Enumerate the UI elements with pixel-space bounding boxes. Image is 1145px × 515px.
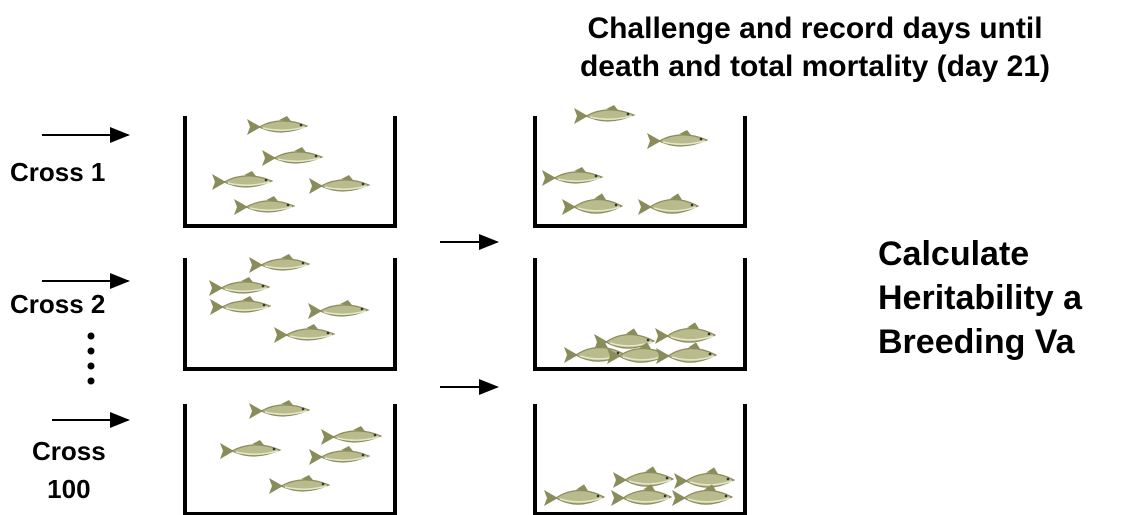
fish-icon	[309, 446, 369, 465]
fish-icon	[209, 277, 269, 296]
fish-icon	[210, 296, 270, 315]
fish-icon	[274, 324, 334, 343]
fish-icon	[220, 440, 280, 459]
fish-icon	[309, 175, 369, 194]
dead-fish-icon	[674, 467, 734, 489]
dead-fish-icon	[672, 484, 732, 506]
fish-icon	[269, 475, 329, 494]
fish-icon	[212, 171, 272, 190]
fish-icon	[249, 400, 309, 419]
tank-cross-1	[185, 116, 395, 226]
fish-icon	[542, 167, 602, 186]
fish-icon	[321, 426, 381, 445]
fish-icon	[234, 196, 294, 215]
fish-icon	[308, 300, 368, 319]
dead-fish-icon	[655, 322, 715, 344]
fish-icon	[249, 254, 309, 273]
tank-cross-2	[185, 258, 395, 369]
ellipsis-icon	[88, 333, 95, 385]
dead-fish-icon	[638, 193, 698, 215]
dead-fish-icon	[544, 484, 604, 506]
fish-icon	[262, 147, 322, 166]
dead-fish-icon	[656, 342, 716, 364]
dead-fish-icon	[611, 484, 671, 506]
fish-icon	[247, 116, 307, 135]
dead-fish-icon	[562, 193, 622, 215]
fish-icon	[647, 130, 707, 149]
fish-icon	[574, 105, 634, 124]
dead-fish-icon	[613, 466, 673, 488]
tank-cross-100	[185, 404, 395, 514]
